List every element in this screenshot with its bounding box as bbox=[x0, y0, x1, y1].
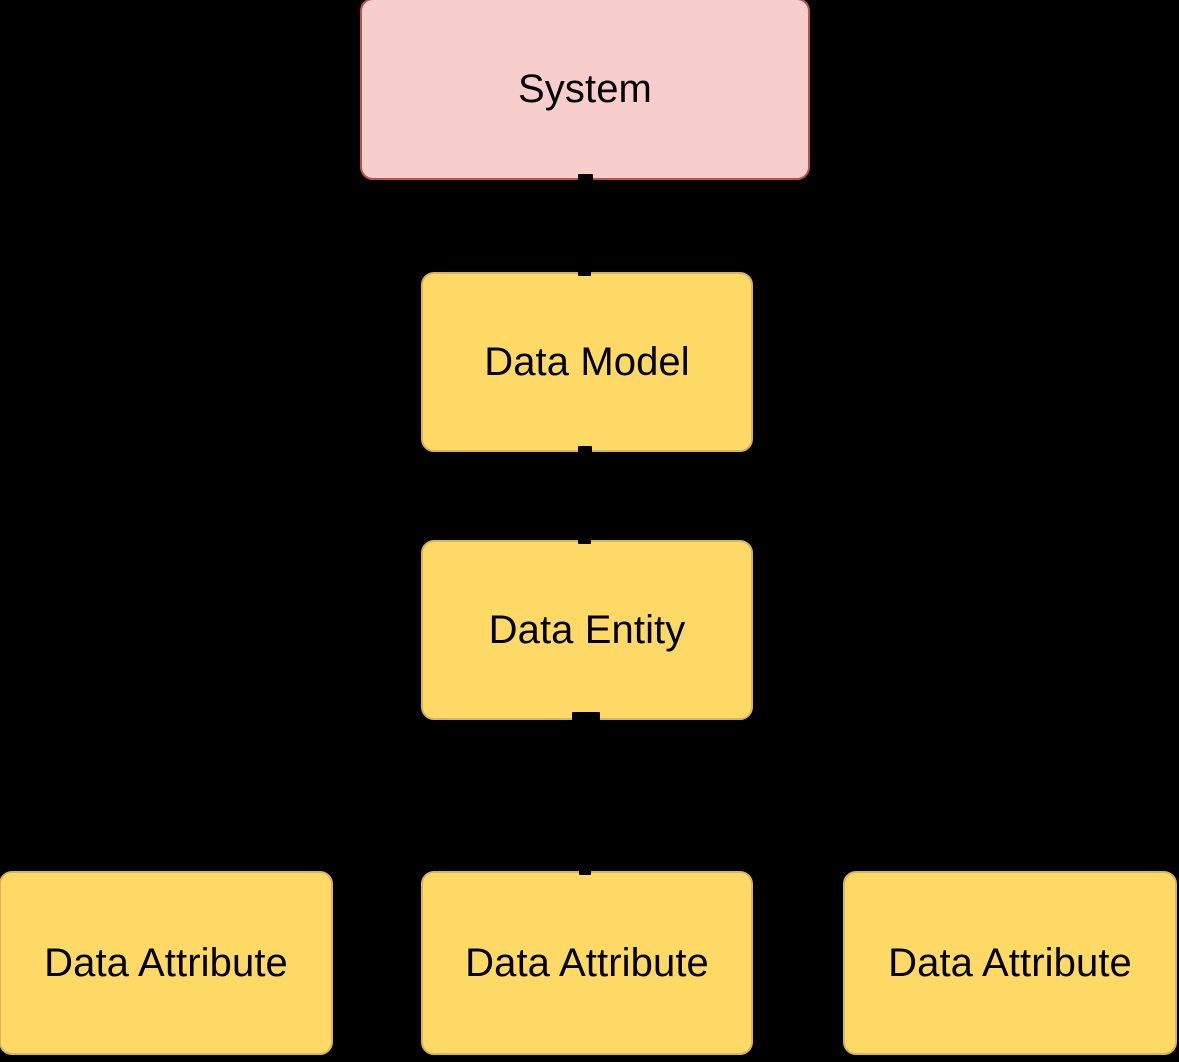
node-data-model[interactable]: Data Model bbox=[421, 272, 753, 452]
node-data-attribute-1-label: Data Attribute bbox=[44, 941, 288, 985]
node-data-model-label: Data Model bbox=[484, 340, 690, 384]
stub-data-entity-top bbox=[578, 536, 591, 544]
edge-data-entity-to-data-attribute-3 bbox=[584, 718, 1012, 871]
edge-data-entity-to-data-attribute-1 bbox=[164, 718, 588, 871]
stub-system-bottom bbox=[578, 174, 593, 182]
stub-data-model-top bbox=[578, 268, 591, 276]
node-data-attribute-3[interactable]: Data Attribute bbox=[843, 871, 1177, 1055]
node-data-entity-label: Data Entity bbox=[488, 608, 686, 652]
node-data-entity[interactable]: Data Entity bbox=[421, 540, 753, 720]
stub-data-entity-bottom bbox=[572, 712, 600, 722]
node-data-attribute-1[interactable]: Data Attribute bbox=[0, 871, 333, 1055]
node-data-attribute-2[interactable]: Data Attribute bbox=[421, 871, 753, 1055]
node-data-attribute-2-label: Data Attribute bbox=[465, 941, 709, 985]
node-system-label: System bbox=[518, 67, 652, 111]
stub-data-attribute-2-top bbox=[579, 867, 591, 875]
stub-data-model-bottom bbox=[578, 446, 592, 454]
node-data-attribute-3-label: Data Attribute bbox=[888, 941, 1132, 985]
node-system[interactable]: System bbox=[360, 0, 810, 180]
